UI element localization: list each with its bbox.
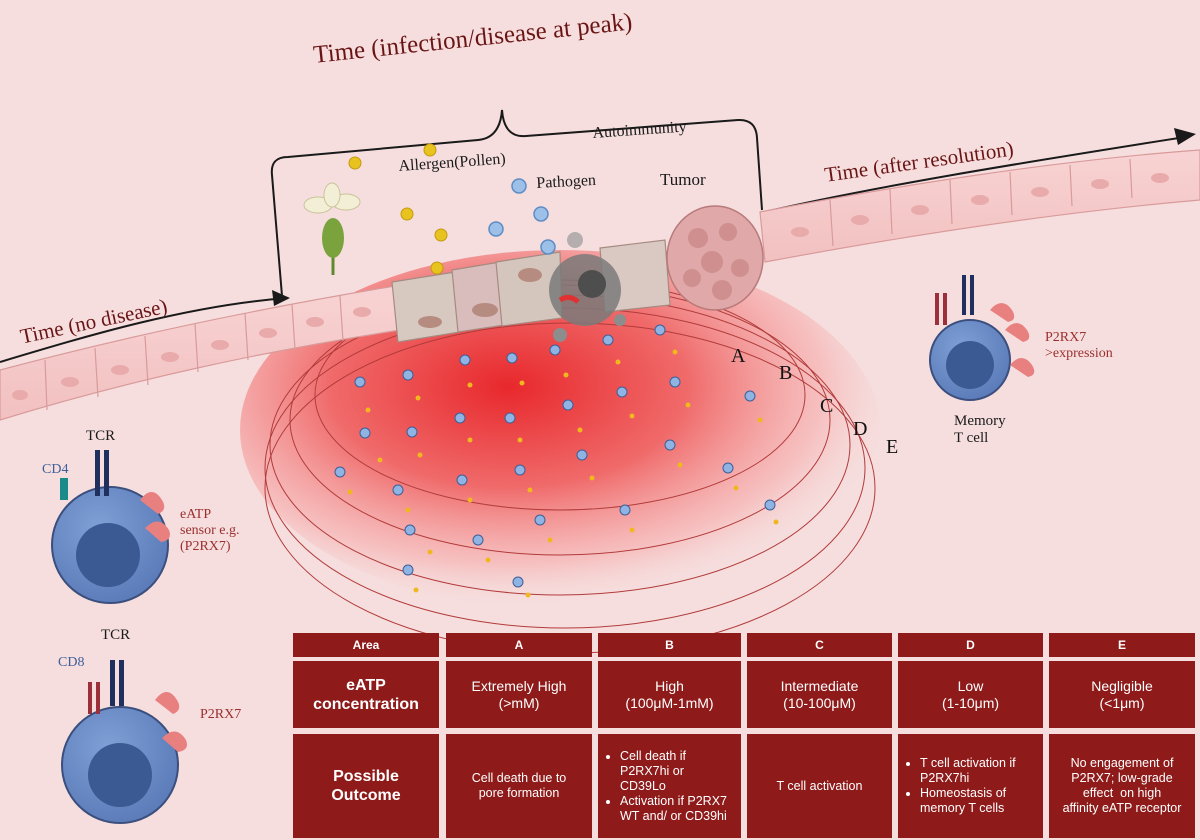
table-outcome-e: No engagement of P2RX7; low-grade effect… (1049, 734, 1195, 838)
table-concentration-e: Negligible (<1μm) (1049, 661, 1195, 728)
zone-label-d: D (853, 418, 868, 440)
table-outcome-c: T cell activation (747, 734, 892, 838)
label-tumor: Tumor (660, 170, 706, 189)
table-concentration-b: High (100μM-1mM) (598, 661, 741, 728)
cd8-t-cell (61, 660, 187, 824)
zone-label-b: B (779, 362, 793, 384)
cd4-tcr-label: TCR (86, 428, 116, 444)
table-concentration-a: Extremely High (>mM) (446, 661, 592, 728)
table-row-concentration-label: eATP concentration (293, 661, 439, 728)
cd8-coreceptor-label: CD8 (58, 655, 85, 670)
tumor-mass (666, 205, 764, 311)
outcome-b-item: Activation if P2RX7 WT and/ or CD39hi (620, 794, 733, 824)
table-outcome-a: Cell death due to pore formation (446, 734, 592, 838)
cd8-tcr-label: TCR (101, 627, 131, 643)
table-row-outcome-label: Possible Outcome (293, 734, 439, 838)
table-header-area: Area (293, 633, 439, 657)
memory-t-cell (929, 275, 1035, 401)
allergen-pollen-icons (348, 143, 448, 275)
zone-label-e: E (886, 436, 899, 458)
cd4-sensor-label: eATP sensor e.g. (P2RX7) (180, 507, 240, 554)
table-header-d: D (898, 633, 1043, 657)
zone-label-a: A (731, 345, 746, 367)
table-outcome-b: Cell death if P2RX7hi or CD39Lo Activati… (598, 734, 741, 838)
label-pathogen: Pathogen (536, 171, 597, 192)
table-concentration-d: Low (1-10μm) (898, 661, 1043, 728)
table-header-b: B (598, 633, 741, 657)
necrotic-cell (549, 232, 626, 342)
cd8-receptor-label: P2RX7 (200, 707, 242, 722)
table-header-a: A (446, 633, 592, 657)
flower-icon (303, 182, 361, 275)
outcome-d-item: Homeostasis of memory T cells (920, 786, 1035, 816)
cd4-coreceptor-label: CD4 (42, 462, 69, 477)
zone-label-c: C (820, 395, 834, 417)
atp-molecules (334, 324, 779, 598)
table-outcome-d: T cell activation if P2RX7hi Homeostasis… (898, 734, 1043, 838)
table-concentration-c: Intermediate (10-100μM) (747, 661, 892, 728)
outcome-b-item: Cell death if P2RX7hi or CD39Lo (620, 749, 733, 794)
pathogen-icons (488, 178, 556, 255)
table-header-c: C (747, 633, 892, 657)
memory-cell-label: Memory T cell (954, 413, 1006, 446)
timeline-arrow (0, 128, 1196, 363)
peak-bracket (270, 109, 763, 297)
cd4-t-cell (51, 450, 170, 604)
epithelium-right (759, 149, 1200, 263)
memory-receptor-label: P2RX7 >expression (1045, 330, 1113, 361)
outcome-d-item: T cell activation if P2RX7hi (920, 756, 1035, 786)
table-header-e: E (1049, 633, 1195, 657)
